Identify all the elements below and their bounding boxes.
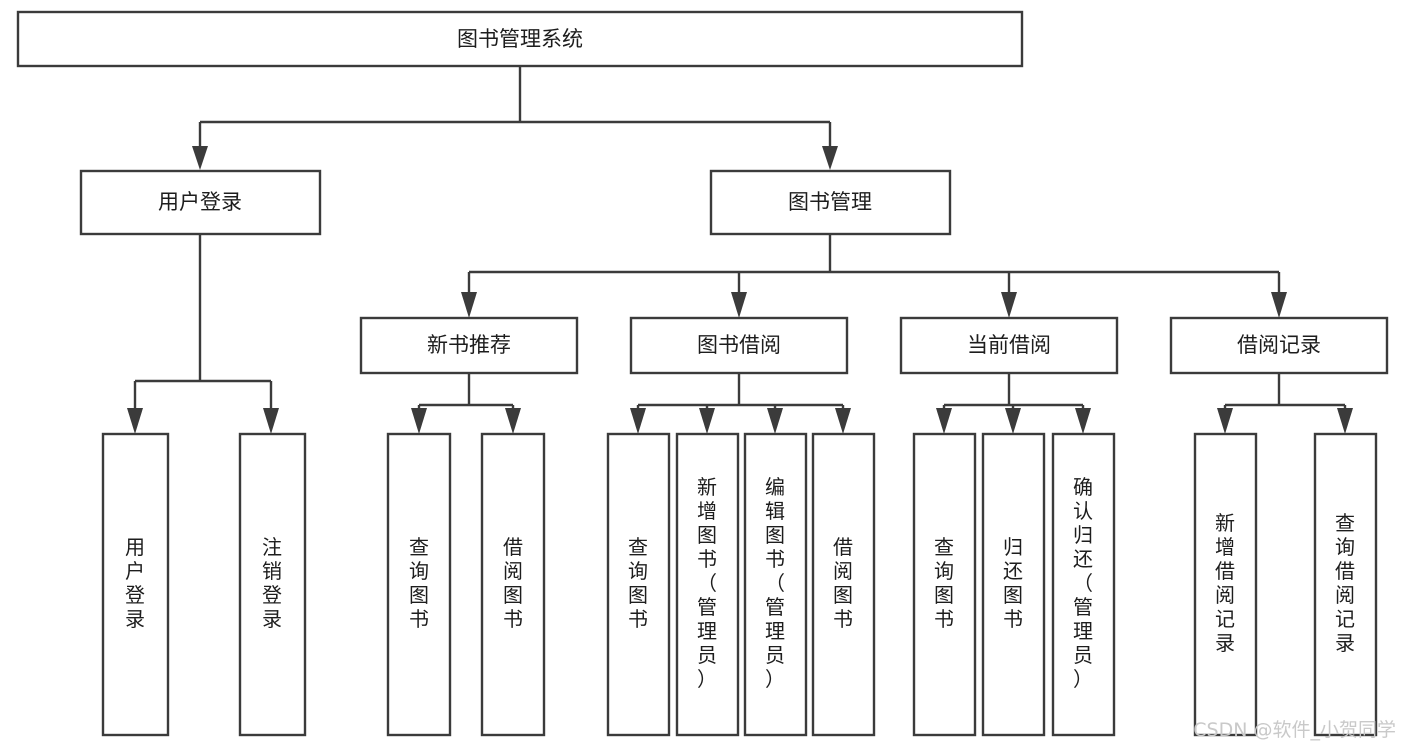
node-leaf-11[interactable]: 确认归还（管理员）: [1051, 432, 1116, 737]
node-label-leaf-7: 编辑图书（管理员）: [765, 475, 785, 691]
arrow-head-l3-1: [461, 292, 477, 318]
node-label-l2-2: 图书管理: [788, 190, 872, 214]
node-box-l3-2[interactable]: [629, 316, 849, 375]
arrow-head-l2-2: [822, 146, 838, 170]
node-box-leaf-1[interactable]: [101, 432, 170, 737]
arrow-head-l2-1: [192, 146, 208, 170]
arrow-head-leaf-12: [1217, 408, 1233, 434]
node-box-l2-2[interactable]: [709, 169, 952, 236]
node-box-leaf-3[interactable]: [386, 432, 452, 737]
arrow-head-leaf-6: [699, 408, 715, 434]
arrow-head-leaf-4: [505, 408, 521, 434]
node-leaf-4[interactable]: 借阅图书: [480, 432, 546, 737]
node-leaf-3[interactable]: 查询图书: [386, 432, 452, 737]
node-label-leaf-4: 借阅图书: [503, 535, 523, 631]
node-box-root[interactable]: [16, 10, 1024, 68]
connector-layer: [127, 66, 1353, 434]
node-box-l3-1[interactable]: [359, 316, 579, 375]
node-label-leaf-3: 查询图书: [409, 535, 429, 631]
arrow-head-l3-3: [1001, 292, 1017, 318]
arrow-head-leaf-7: [767, 408, 783, 434]
arrow-head-leaf-5: [630, 408, 646, 434]
node-label-leaf-13: 查询借阅记录: [1335, 511, 1355, 655]
node-label-leaf-9: 查询图书: [934, 535, 954, 631]
arrow-head-leaf-1: [127, 408, 143, 434]
node-box-leaf-12[interactable]: [1193, 432, 1258, 737]
arrow-head-l3-2: [731, 292, 747, 318]
node-box-leaf-11[interactable]: [1051, 432, 1116, 737]
node-label-root: 图书管理系统: [457, 27, 583, 51]
node-label-leaf-1: 用户登录: [125, 535, 145, 631]
node-box-leaf-5[interactable]: [606, 432, 671, 737]
node-box-leaf-7[interactable]: [743, 432, 808, 737]
arrow-head-leaf-2: [263, 408, 279, 434]
node-box-l3-3[interactable]: [899, 316, 1119, 375]
node-label-leaf-12: 新增借阅记录: [1215, 511, 1235, 655]
node-l3-2[interactable]: 图书借阅: [629, 316, 849, 375]
node-leaf-5[interactable]: 查询图书: [606, 432, 671, 737]
node-label-leaf-10: 归还图书: [1003, 535, 1023, 631]
arrow-head-leaf-8: [835, 408, 851, 434]
node-label-l3-4: 借阅记录: [1237, 333, 1321, 357]
node-l3-4[interactable]: 借阅记录: [1169, 316, 1389, 375]
node-label-l3-3: 当前借阅: [967, 333, 1051, 357]
node-box-leaf-4[interactable]: [480, 432, 546, 737]
node-label-leaf-5: 查询图书: [628, 535, 648, 631]
node-label-leaf-2: 注销登录: [262, 535, 282, 631]
arrow-head-leaf-3: [411, 408, 427, 434]
node-root[interactable]: 图书管理系统: [16, 10, 1024, 68]
node-box-l2-1[interactable]: [79, 169, 322, 236]
csdn-watermark: CSDN @软件_小贺同学: [1193, 719, 1396, 741]
node-l3-1[interactable]: 新书推荐: [359, 316, 579, 375]
arrow-head-leaf-13: [1337, 408, 1353, 434]
node-label-l3-1: 新书推荐: [427, 333, 511, 357]
node-leaf-6[interactable]: 新增图书（管理员）: [675, 432, 740, 737]
node-box-leaf-9[interactable]: [912, 432, 977, 737]
node-leaf-7[interactable]: 编辑图书（管理员）: [743, 432, 808, 737]
node-box-leaf-10[interactable]: [981, 432, 1046, 737]
node-label-l3-2: 图书借阅: [697, 333, 781, 357]
node-leaf-13[interactable]: 查询借阅记录: [1313, 432, 1378, 737]
arrow-head-leaf-10: [1005, 408, 1021, 434]
node-l2-1[interactable]: 用户登录: [79, 169, 322, 236]
node-leaf-9[interactable]: 查询图书: [912, 432, 977, 737]
arrow-head-leaf-11: [1075, 408, 1091, 434]
node-box-leaf-2[interactable]: [238, 432, 307, 737]
node-label-leaf-11: 确认归还（管理员）: [1073, 475, 1093, 691]
arrow-head-leaf-9: [936, 408, 952, 434]
node-box-leaf-8[interactable]: [811, 432, 876, 737]
node-leaf-2[interactable]: 注销登录: [238, 432, 307, 737]
node-leaf-12[interactable]: 新增借阅记录: [1193, 432, 1258, 737]
node-box-leaf-6[interactable]: [675, 432, 740, 737]
node-leaf-1[interactable]: 用户登录: [101, 432, 170, 737]
node-l2-2[interactable]: 图书管理: [709, 169, 952, 236]
node-l3-3[interactable]: 当前借阅: [899, 316, 1119, 375]
node-label-leaf-8: 借阅图书: [833, 535, 853, 631]
arrow-head-l3-4: [1271, 292, 1287, 318]
node-leaf-10[interactable]: 归还图书: [981, 432, 1046, 737]
node-box-l3-4[interactable]: [1169, 316, 1389, 375]
node-label-leaf-6: 新增图书（管理员）: [697, 475, 717, 691]
node-box-leaf-13[interactable]: [1313, 432, 1378, 737]
node-leaf-8[interactable]: 借阅图书: [811, 432, 876, 737]
node-label-l2-1: 用户登录: [158, 190, 242, 214]
